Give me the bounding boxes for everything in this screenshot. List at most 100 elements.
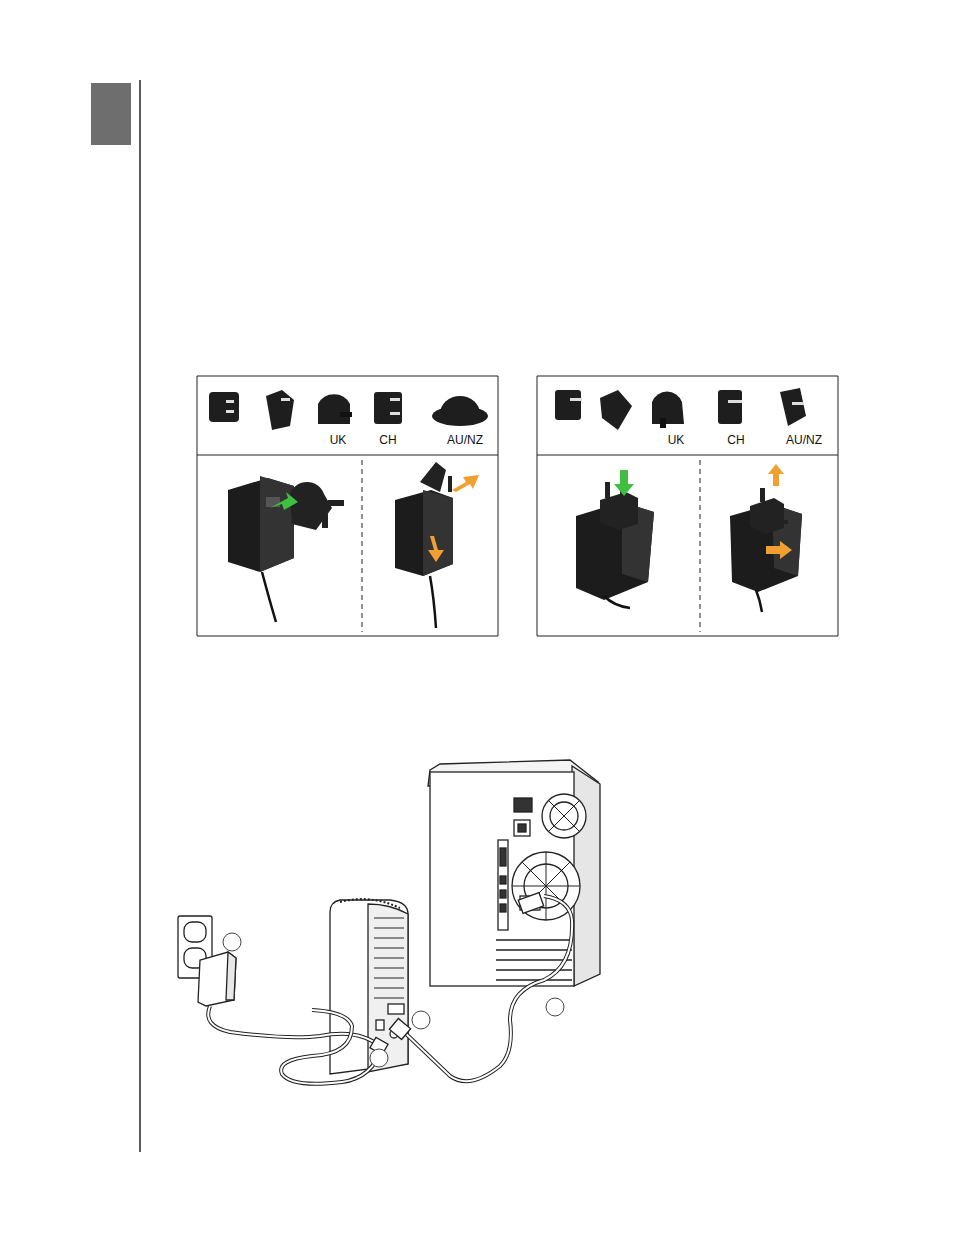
callout-circles-part	[370, 1049, 388, 1067]
adapter-install-left-part	[448, 476, 452, 492]
plug-adapters-left	[209, 390, 488, 430]
plug-adapters-left-part	[226, 400, 234, 403]
computer-tower-part	[496, 940, 572, 980]
cables-part	[518, 893, 543, 914]
computer-tower-part	[514, 798, 532, 812]
adapter-install-left-part	[260, 476, 294, 572]
plug-adapters-left-part	[390, 398, 400, 401]
adapter-panel-left-part	[197, 635, 498, 636]
cables-part	[208, 1006, 382, 1048]
adapter-install-right-part	[760, 488, 765, 502]
adapter-install-left-part	[266, 497, 280, 507]
callout-circles	[223, 933, 564, 1067]
plug-adapters-right-part	[570, 398, 582, 401]
page-frame-part	[91, 83, 131, 145]
page-frame	[91, 80, 140, 1152]
plug-adapters-left-part	[209, 392, 239, 422]
plug-adapters-right	[555, 388, 806, 430]
computer-tower	[428, 760, 600, 986]
plug-adapters-left-part	[440, 396, 480, 414]
adapter-install-left-part	[270, 492, 298, 510]
adapter-panel-right-part	[700, 460, 701, 632]
adapter-install-left-part	[452, 475, 479, 492]
adapter-install-left	[228, 462, 479, 628]
adapter-panel-right-part	[537, 375, 838, 376]
page-frame-part	[139, 80, 141, 1152]
computer-tower-part	[550, 802, 578, 830]
adapter-panel-right-part	[537, 376, 538, 636]
computer-tower-part	[500, 848, 506, 866]
adapter-install-left-part	[420, 462, 446, 492]
plug-adapters-left-part	[374, 392, 402, 424]
adapter-install-right-part	[605, 482, 610, 498]
plug-adapters-left-part	[390, 412, 400, 415]
plug-region-label: AU/NZ	[447, 433, 483, 447]
wall-outlet-and-power-adapter-part	[184, 922, 206, 942]
plug-adapters-right-part	[600, 390, 632, 430]
wall-outlet-and-power-adapter-part	[226, 952, 236, 1000]
plug-adapters-left-part	[281, 398, 290, 401]
callout-circles-part	[223, 933, 241, 951]
cables-part	[402, 896, 572, 1081]
adapter-install-left-part	[328, 500, 344, 506]
plug-adapters-left-part	[340, 412, 352, 417]
wall-outlet-and-power-adapter-part	[198, 952, 236, 1006]
plug-adapters-right-part	[652, 392, 684, 424]
computer-tower-part	[500, 876, 506, 884]
cables-part	[281, 1010, 382, 1084]
adapter-install-left-part	[290, 482, 332, 530]
external-drive-part	[376, 1020, 384, 1030]
plug-adapters-right-part	[792, 402, 804, 405]
computer-tower-part	[500, 890, 506, 898]
plug-region-label: UK	[330, 433, 347, 447]
adapter-install-right-part	[614, 470, 634, 496]
adapter-panel-left-part	[362, 460, 363, 632]
plug-adapters-left-part	[266, 390, 294, 430]
adapter-install-left-part	[428, 536, 444, 562]
plug-adapters-right-part	[718, 390, 742, 424]
adapter-install-left-part	[423, 490, 453, 576]
external-drive-part	[388, 1004, 404, 1014]
external-drive-part	[374, 918, 404, 998]
adapter-panel-right-part	[838, 376, 839, 636]
plug-region-label: AU/NZ	[786, 433, 822, 447]
external-drive-part	[368, 904, 408, 1072]
callout-circles-part	[546, 998, 564, 1016]
cables	[208, 893, 572, 1084]
cables-part	[208, 1006, 382, 1048]
adapter-install-right-part	[750, 498, 784, 534]
plug-adapters-left-part	[226, 410, 234, 413]
external-drive-part	[340, 899, 400, 908]
adapter-panel-left	[197, 376, 498, 636]
cables-part	[389, 1018, 410, 1039]
plug-adapters-right-part	[728, 400, 742, 403]
plug-adapters-right-part	[555, 390, 581, 420]
adapter-install-right-part	[768, 464, 784, 486]
computer-tower-part	[548, 800, 580, 832]
plug-adapters-right-part	[660, 418, 666, 428]
adapter-panel-right	[537, 376, 838, 636]
computer-tower-part	[542, 794, 586, 838]
plug-adapters-right-part	[780, 388, 806, 426]
computer-tower-part	[514, 820, 530, 836]
cables-part	[402, 896, 572, 1081]
adapter-panel-left-part	[498, 376, 499, 636]
plug-region-label: UK	[668, 433, 685, 447]
adapter-install-right	[576, 464, 802, 612]
adapter-panel-right-part	[537, 635, 838, 636]
adapter-install-right-part	[766, 541, 792, 559]
computer-tower-part	[498, 840, 508, 930]
computer-tower-part	[500, 904, 506, 912]
adapter-install-left-part	[262, 572, 276, 622]
adapter-install-right-part	[756, 590, 762, 612]
adapter-install-left-part	[430, 576, 436, 628]
adapter-install-right-part	[604, 596, 630, 608]
adapter-panel-left-part	[197, 376, 198, 636]
adapter-panel-right-part	[537, 455, 838, 456]
adapter-install-left-part	[395, 490, 453, 576]
computer-tower-part	[518, 824, 526, 832]
adapter-install-left-part	[322, 514, 328, 528]
plug-region-label: CH	[379, 433, 396, 447]
